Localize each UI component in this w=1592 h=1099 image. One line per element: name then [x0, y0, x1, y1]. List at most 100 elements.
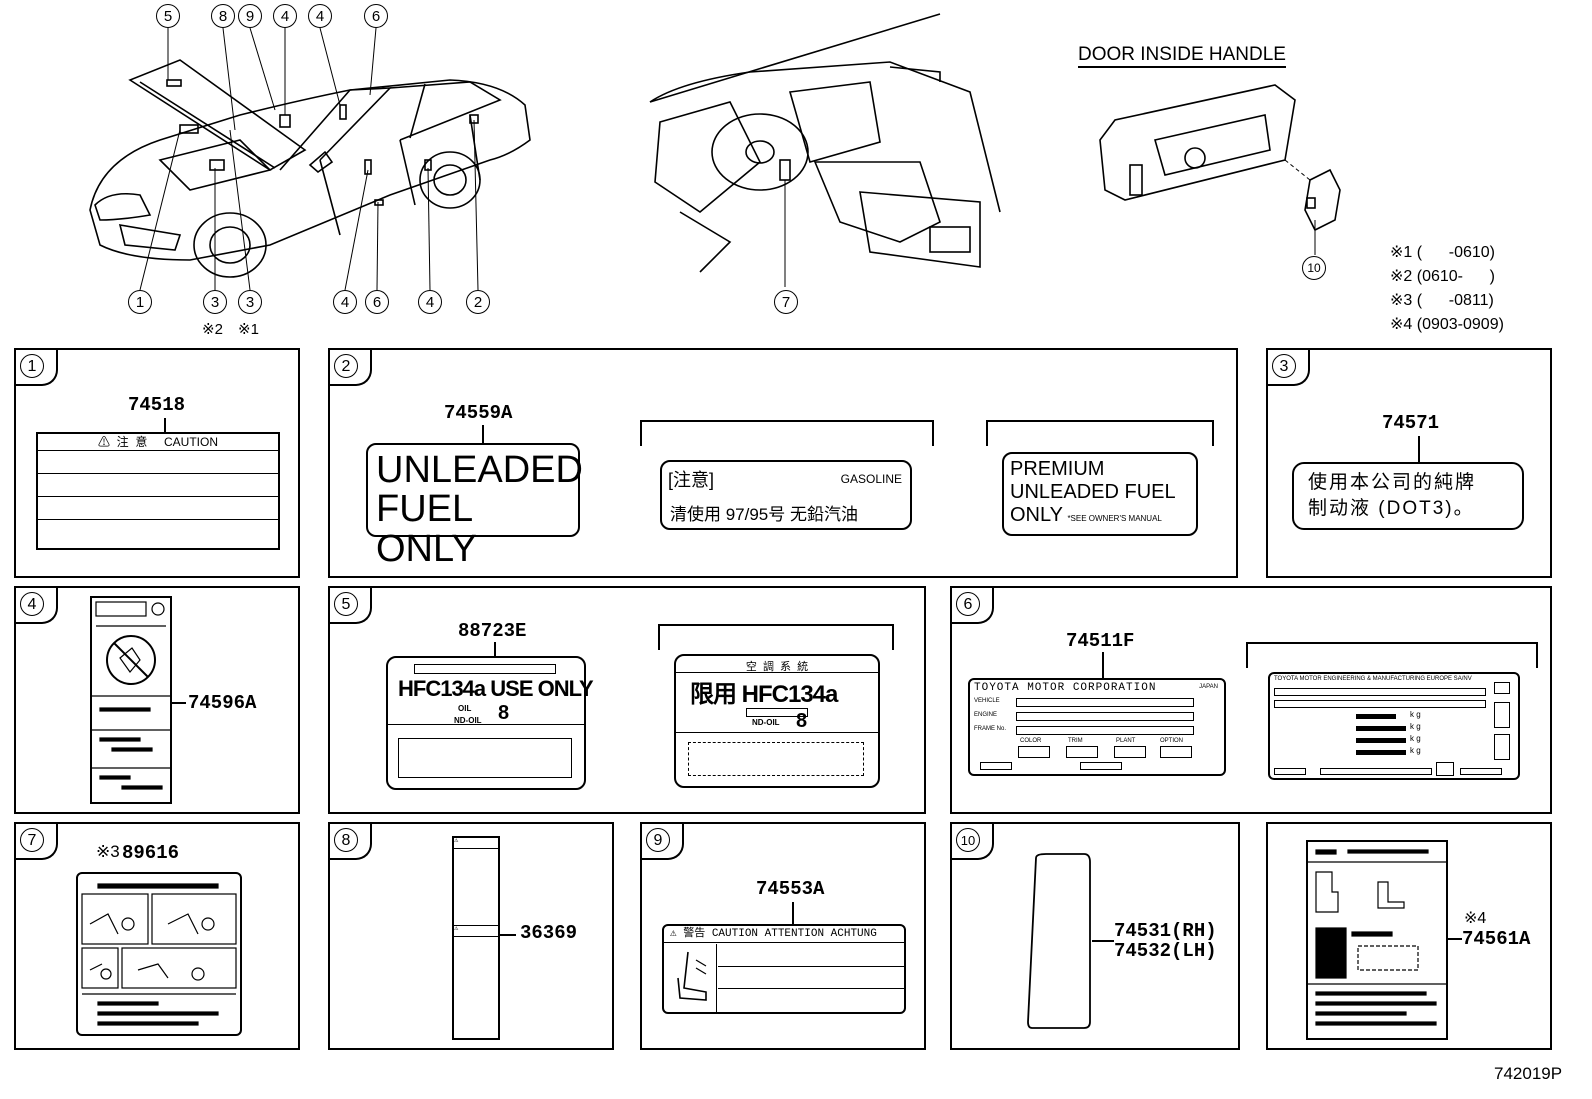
- service-info-label: [1306, 840, 1448, 1040]
- callout-4b: 4: [308, 4, 332, 28]
- panel-tab: 9: [640, 822, 684, 860]
- panel-2: 2 74559A UNLEADED FUEL ONLY [注意] GASOLIN…: [328, 348, 1238, 578]
- panel-6: 6 74511F TOYOTA MOTOR CORPORATION JAPAN …: [950, 586, 1552, 814]
- part-note-3: ※3: [96, 842, 120, 861]
- panel-tab: 10: [950, 822, 994, 860]
- panel-5: 5 88723E HFC134a USE ONLY OIL ND-OIL 8 空…: [328, 586, 926, 814]
- unleaded-line-1: UNLEADED: [376, 449, 583, 491]
- panel-number: 8: [334, 828, 358, 852]
- refrigerant-label-b: 空 調 系 統 限用 HFC134a ND-OIL 8: [674, 654, 880, 788]
- oil-number-b: 8: [796, 710, 808, 732]
- panel-number: 4: [20, 592, 44, 616]
- part-number-74553a: 74553A: [756, 878, 825, 900]
- japan-text: JAPAN: [1199, 684, 1218, 690]
- hfc-use-only: HFC134a USE ONLY: [398, 676, 594, 701]
- brake-line-1: 使用本公司的純牌: [1308, 472, 1477, 493]
- panel-number: 9: [646, 828, 670, 852]
- panel-tab: 2: [328, 348, 372, 386]
- unleaded-fuel-label: UNLEADED FUEL ONLY: [366, 443, 583, 569]
- panel-tab: 4: [14, 586, 58, 624]
- panel-tab: 7: [14, 822, 58, 860]
- car-note-1: ※1: [238, 321, 259, 338]
- unleaded-line-2: FUEL ONLY: [376, 488, 477, 570]
- refrigerant-label-a: HFC134a USE ONLY OIL ND-OIL 8: [386, 656, 594, 790]
- panel-tab: 3: [1266, 348, 1310, 386]
- callout-1: 1: [128, 290, 152, 314]
- part-number-89616: 89616: [122, 842, 180, 864]
- premium-line-1: PREMIUM: [1010, 458, 1105, 480]
- door-handle-label-shape: [1027, 853, 1091, 1029]
- callout-8: 8: [211, 4, 235, 28]
- panel-9: 9 74553A ⚠ 警告 CAUTION ATTENTION ACHTUNG: [640, 822, 926, 1050]
- vin-plate-europe: TOYOTA MOTOR ENGINEERING & MANUFACTURING…: [1268, 672, 1520, 780]
- bracket-cn: [640, 420, 934, 446]
- bracket-eu: [1246, 642, 1538, 668]
- bracket-premium: [986, 420, 1214, 446]
- premium-note: *SEE OWNER'S MANUAL: [1067, 514, 1162, 523]
- panel-number: 3: [1272, 354, 1296, 378]
- airbag-warning-label: [90, 596, 172, 804]
- interior-illustration: [649, 13, 1001, 287]
- code-color: COLOR: [1020, 738, 1042, 744]
- callout-4d: 4: [418, 290, 442, 314]
- note-2: ※2 (0610- ): [1390, 268, 1495, 285]
- nd-oil-text-b: ND-OIL: [752, 718, 780, 727]
- note-4: ※4 (0903-0909): [1390, 316, 1504, 333]
- field-engine: ENGINE: [974, 712, 998, 718]
- hfc-limited: 限用 HFC134a: [690, 681, 838, 708]
- panel-tab: 1: [14, 348, 58, 386]
- eu-corp-text: TOYOTA MOTOR ENGINEERING & MANUFACTURING…: [1274, 676, 1472, 682]
- toyota-corp-text: TOYOTA MOTOR CORPORATION: [974, 682, 1157, 694]
- callout-9: 9: [238, 4, 262, 28]
- caution-label: ⚠ 注 意 CAUTION: [36, 432, 280, 550]
- seat-caution-header: ⚠ 警告 CAUTION ATTENTION ACHTUNG: [664, 926, 904, 943]
- callout-4a: 4: [273, 4, 297, 28]
- panel-7: 7 ※3 89616: [14, 822, 300, 1050]
- oil-text: OIL: [458, 704, 472, 713]
- chinese-fuel-label: [注意] GASOLINE 清使用 97/95号 无鉛汽油: [660, 460, 912, 530]
- oil-number: 8: [498, 702, 510, 724]
- part-number-74559a: 74559A: [444, 402, 513, 424]
- field-vehicle: VEHICLE: [974, 698, 1000, 704]
- field-frame: FRAME No.: [974, 726, 1007, 732]
- panel-10: 10 74531(RH) 74532(LH): [950, 822, 1240, 1050]
- premium-fuel-label: PREMIUM UNLEADED FUEL ONLY *SEE OWNER'S …: [1002, 452, 1198, 536]
- kg-3: k g: [1410, 734, 1421, 743]
- part-number-74596a: 74596A: [188, 692, 257, 714]
- callout-7: 7: [774, 290, 798, 314]
- callout-2: 2: [466, 290, 490, 314]
- car-note-2: ※2: [202, 321, 223, 338]
- code-option: OPTION: [1160, 738, 1184, 744]
- panel-number: 6: [956, 592, 980, 616]
- panel-4: 4 74596A: [14, 586, 300, 814]
- part-number-36369: 36369: [520, 922, 578, 944]
- cn-gasoline: GASOLINE: [840, 472, 902, 486]
- kg-4: k g: [1410, 746, 1421, 755]
- note-3: ※3 ( -0811): [1390, 292, 1494, 309]
- panel-tab: 6: [950, 586, 994, 624]
- seat-caution-label: ⚠ 警告 CAUTION ATTENTION ACHTUNG: [662, 924, 906, 1014]
- callout-3a: 3: [203, 290, 227, 314]
- jack-instruction-label: [76, 872, 242, 1036]
- part-number-88723e: 88723E: [458, 620, 527, 642]
- kg-1: k g: [1410, 710, 1421, 719]
- part-number-74511f: 74511F: [1066, 630, 1135, 652]
- panel-8: 8 ⚠ ⚠ 36369: [328, 822, 614, 1050]
- code-plant: PLANT: [1116, 738, 1136, 744]
- panel-number: 5: [334, 592, 358, 616]
- part-number-74531-rh: 74531(RH): [1114, 920, 1217, 942]
- panel-1: 1 74518 ⚠ 注 意 CAUTION: [14, 348, 300, 578]
- part-number-74532-lh: 74532(LH): [1114, 940, 1217, 962]
- callout-4c: 4: [333, 290, 357, 314]
- callout-6: 6: [364, 4, 388, 28]
- caution-header: ⚠ 注 意 CAUTION: [38, 434, 278, 451]
- callout-3b: 3: [238, 290, 262, 314]
- brake-fluid-label: 使用本公司的純牌 制动液 (DOT3)。: [1292, 462, 1524, 530]
- diagram-code: 742019P: [1494, 1064, 1563, 1083]
- part-number-74571: 74571: [1382, 412, 1440, 434]
- bracket-hfc: [658, 624, 894, 650]
- cn-text: 清使用 97/95号 无鉛汽油: [670, 505, 858, 524]
- note-1: ※1 ( -0610): [1390, 244, 1495, 261]
- part-number-74561a: 74561A: [1462, 928, 1531, 950]
- panel-number: 2: [334, 354, 358, 378]
